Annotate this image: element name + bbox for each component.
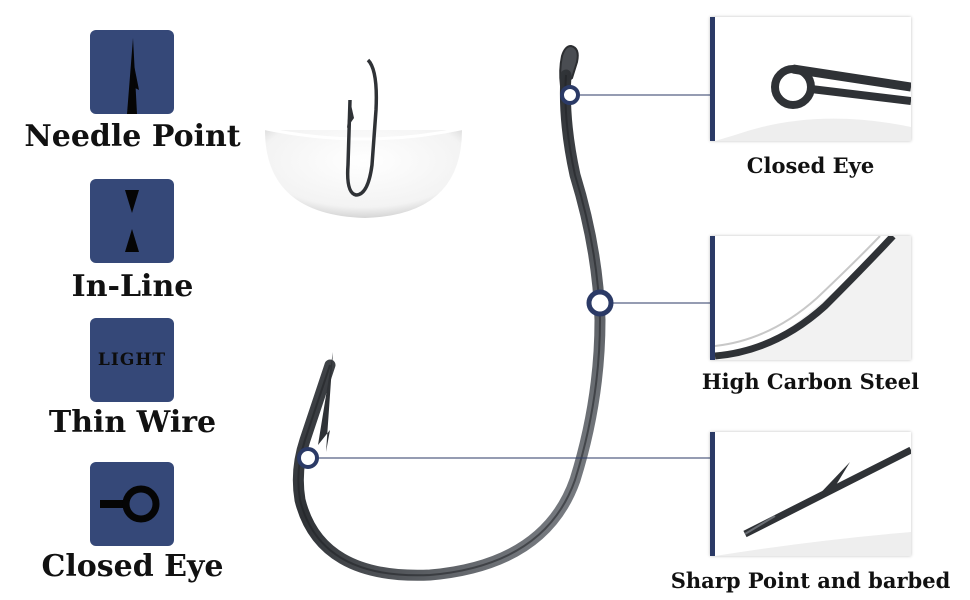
detail-caption-high-carbon-steel: High Carbon Steel (701, 369, 920, 394)
feature-label-needle-point: Needle Point (24, 119, 241, 154)
thin-wire-icon-tile: LIGHT (90, 318, 174, 402)
detail-caption-sharp-point: Sharp Point and barbed (670, 568, 951, 593)
detail-caption-closed-eye: Closed Eye (746, 153, 875, 178)
main-hook (292, 44, 606, 581)
detail-panel-high-carbon-steel (710, 236, 911, 360)
feature-label-closed-eye: Closed Eye (41, 549, 224, 584)
needle-point-icon-tile (90, 30, 174, 114)
closed-eye-icon (100, 485, 160, 523)
feature-label-thin-wire: Thin Wire (48, 405, 217, 440)
sharp-point-closeup-image (715, 446, 911, 556)
needle-icon (127, 38, 139, 114)
high-carbon-steel-closeup-image (715, 236, 911, 360)
marker-high-carbon-steel (586, 289, 614, 317)
inline-arrows-icon (125, 190, 139, 252)
marker-closed-eye (560, 85, 580, 105)
light-text-icon: LIGHT (97, 350, 167, 370)
inset-hook-thumbnail (261, 58, 466, 218)
closed-eye-closeup-image (715, 64, 911, 141)
detail-panel-sharp-point (710, 432, 911, 556)
closed-eye-icon-tile (90, 462, 174, 546)
in-line-icon-tile (90, 179, 174, 263)
marker-sharp-point (297, 447, 319, 469)
feature-label-in-line: In-Line (71, 269, 194, 304)
detail-panel-closed-eye (710, 17, 911, 141)
